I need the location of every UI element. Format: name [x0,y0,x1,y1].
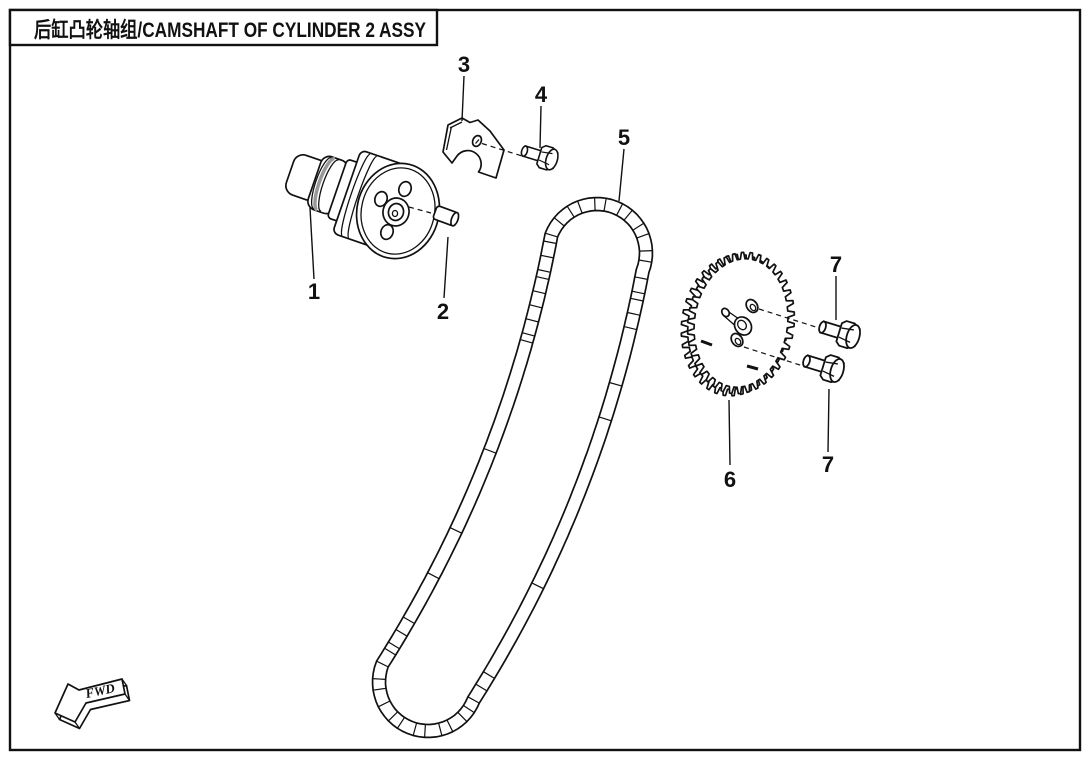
chain-link-mark [396,717,406,729]
part-cam-sprocket [680,251,796,397]
sprocket-hole [730,332,744,348]
callout-4: 4 [535,82,548,107]
chain-link-mark [388,641,400,650]
chain-link-mark [638,259,652,263]
chain-link-mark [378,700,391,708]
assembly-axis-bolt7a [758,308,820,329]
chain-link-mark [483,671,495,679]
chain-link-mark [522,332,535,337]
chain-link-mark [632,222,645,231]
title-box [8,8,439,47]
chain-link-mark [540,254,554,259]
chain-link-mark [387,711,399,722]
part-camshaft [285,150,441,260]
flange-hole [397,180,413,198]
chain-link-mark [449,527,463,534]
chain-link-mark [630,297,644,302]
chain-link-mark [520,339,533,344]
chain-link-mark [438,722,443,736]
chain-link-mark [384,647,397,656]
sprocket-hole [745,298,759,314]
chain-link-mark [424,724,426,738]
chain-link-mark [543,240,557,245]
chain-link-mark [402,616,415,625]
chain-link-mark [639,250,653,252]
chain-link-mark [627,311,641,316]
chain-link-mark [553,217,565,227]
chain-link-mark [536,276,550,280]
chain-link-mark [636,233,650,239]
chain-link-mark [446,719,454,732]
assembly-axis-bolt4 [481,142,523,157]
chain-link-mark [577,200,583,214]
chain-link-mark [631,290,645,295]
chain-link-mark [609,381,623,387]
assembly-axis-pin [408,206,432,214]
page-border [8,8,1082,752]
chain-link-mark [594,197,596,211]
chain-link-mark [545,232,558,238]
timing-marks [700,339,759,371]
callout-2: 2 [437,299,449,324]
chain-link-mark [457,711,468,723]
chain-link-mark [537,268,551,273]
callout-3: 3 [458,52,470,77]
assembly-axis-bolt7b [743,346,804,367]
chain-link-mark [623,209,633,221]
chain-link-mark [525,318,539,323]
chain-link-mark [598,416,612,422]
callout-5: 5 [618,125,630,150]
part-retaining-plate [442,117,505,179]
callout-leaders [309,75,837,466]
callout-1: 1 [308,279,320,304]
chain-link-mark [372,678,386,680]
chain-link-mark [483,447,497,454]
fwd-label: FWD [83,680,117,701]
chain-link-mark [412,722,418,736]
chain-link-mark [467,696,480,704]
chain-link-mark [373,687,387,691]
callout-6: 6 [724,467,736,492]
chain-link-mark [475,683,488,692]
chain-link-mark [623,326,637,331]
chain-link-mark [529,304,543,309]
page-title: 后缸凸轮轴组/CAMSHAFT OF CYLINDER 2 ASSY [34,18,426,42]
chain-link-mark [376,660,389,668]
fwd-arrow: FWD [54,678,131,730]
chain-link-mark [634,276,648,280]
callout-7b: 7 [822,452,834,477]
part-dowel-pin [432,205,460,227]
callout-7a: 7 [830,252,842,277]
boss-pin [720,307,731,318]
chain-link-mark [566,205,575,218]
chain-link-mark [531,582,544,590]
chain-link-mark [427,572,440,580]
chain-link-mark [603,198,607,212]
chain-link-mark [616,203,624,216]
part-timing-chain [371,196,654,739]
chain-link-mark [395,628,408,637]
chain-link-mark [532,290,546,295]
chain-link-mark [463,704,475,714]
flange-hole [373,190,389,208]
